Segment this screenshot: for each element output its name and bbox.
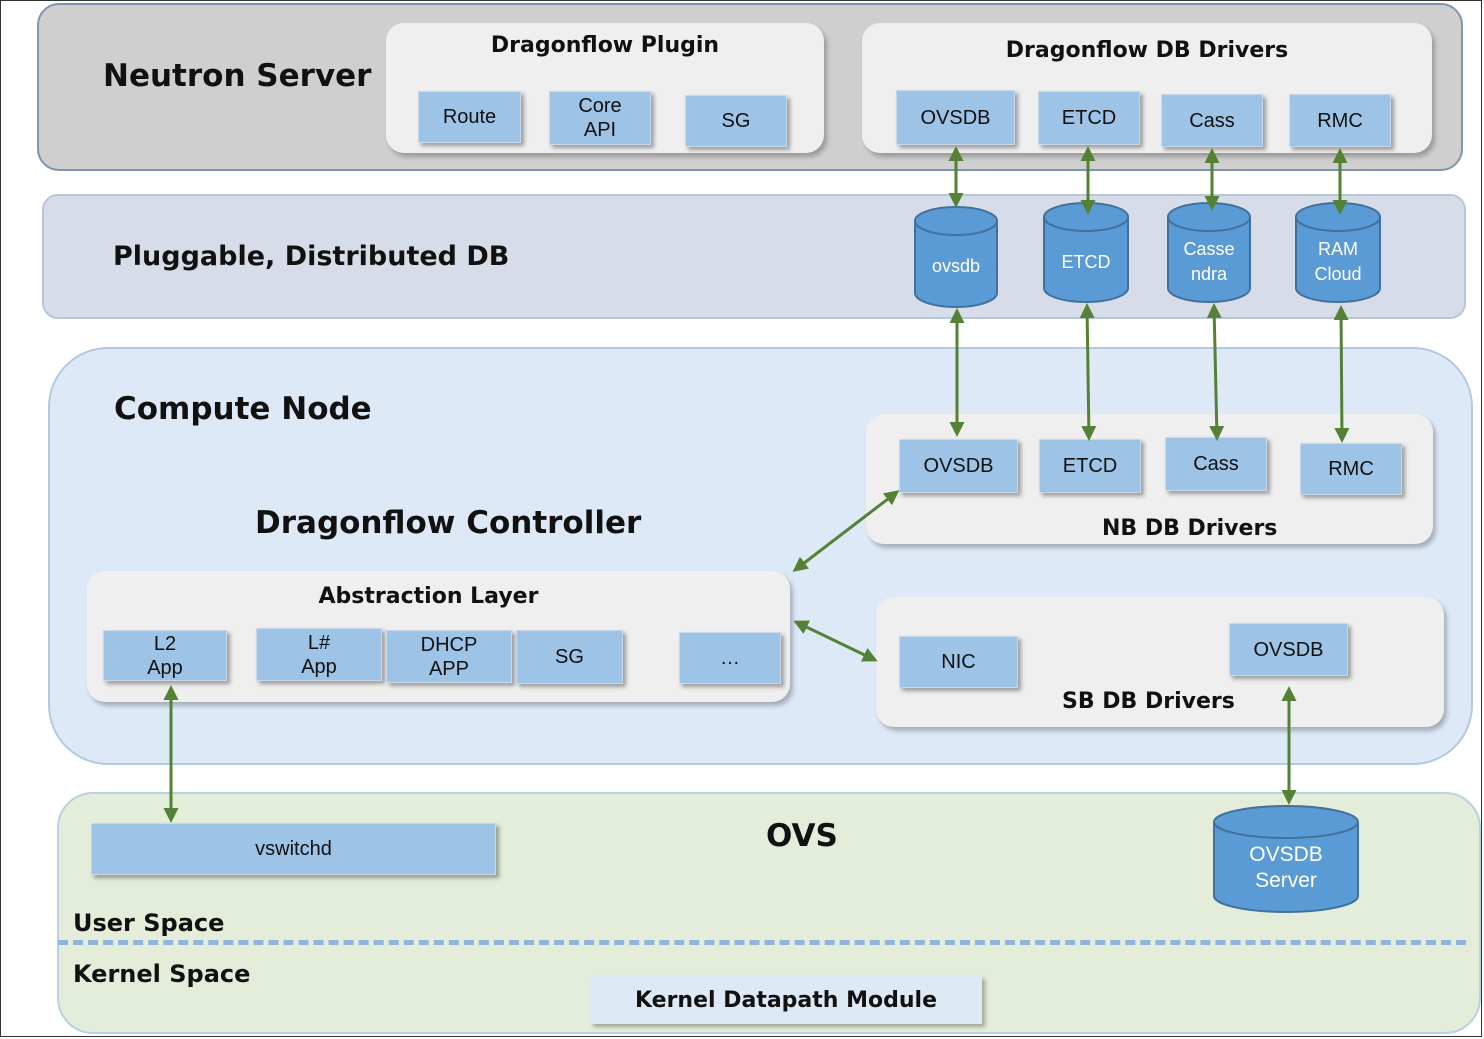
arrow-nb-to-abstraction <box>792 490 900 572</box>
dragonflow-controller-title: Dragonflow Controller <box>255 505 642 541</box>
nb-driver-cass-box: Cass <box>1165 437 1267 491</box>
vswitchd-box: vswitchd <box>91 823 496 875</box>
etcd-database-icon <box>1043 202 1129 303</box>
nb-driver-ovsdb-box: OVSDB <box>899 439 1018 493</box>
app-sg-box: SG <box>516 630 623 684</box>
neutron-server-title: Neutron Server <box>103 58 372 94</box>
nb-driver-etcd-box: ETCD <box>1039 439 1141 493</box>
arrow-etcd-db-to-nb <box>1079 303 1097 441</box>
neutron-driver-etcd-box: ETCD <box>1038 91 1140 145</box>
user-space-label: User Space <box>73 909 225 937</box>
abstraction-layer-title: Abstraction Layer <box>318 584 539 609</box>
plugin-core-api-box: Core API <box>549 91 651 145</box>
sb-driver-ovsdb-box: OVSDB <box>1229 623 1348 676</box>
dragonflow-db-drivers-title: Dragonflow DB Drivers <box>1005 38 1289 63</box>
db-etcd-label: ETCD <box>1061 252 1111 272</box>
neutron-driver-ovsdb-box: OVSDB <box>896 90 1015 145</box>
user-kernel-divider <box>58 940 1466 945</box>
nb-driver-rmc-box: RMC <box>1300 443 1402 495</box>
ovs-title: OVS <box>766 818 838 854</box>
nb-db-drivers-title: NB DB Drivers <box>1102 516 1278 541</box>
app-more-box: … <box>679 632 781 684</box>
arrow-abstraction-to-sb <box>793 620 878 662</box>
distributed-db-title: Pluggable, Distributed DB <box>113 241 510 272</box>
app-l2-box: L2 App <box>103 630 227 681</box>
neutron-driver-rmc-box: RMC <box>1289 94 1391 147</box>
arrow-cass-db-to-nb <box>1206 303 1225 441</box>
dragonflow-plugin-title: Dragonflow Plugin <box>490 33 720 58</box>
compute-node-title: Compute Node <box>114 391 372 427</box>
kernel-datapath-module-box: Kernel Datapath Module <box>590 976 982 1024</box>
ovsdb-server-database-icon <box>1213 805 1359 913</box>
sb-db-drivers-title: SB DB Drivers <box>1062 689 1235 714</box>
ovsdb-database-icon <box>914 206 998 308</box>
plugin-route-box: Route <box>418 91 521 143</box>
db-ramcloud-label: RAM Cloud <box>1314 239 1362 284</box>
sb-driver-nic-box: NIC <box>899 636 1018 688</box>
app-dhcp-box: DHCP APP <box>386 630 512 683</box>
ovsdb-server-label: OVSDB Server <box>1249 843 1323 892</box>
db-cassandra-label: Casse ndra <box>1183 239 1235 284</box>
plugin-sg-box: SG <box>685 95 787 147</box>
neutron-driver-cass-box: Cass <box>1161 94 1263 147</box>
db-ovsdb-label: ovsdb <box>931 256 981 276</box>
kernel-space-label: Kernel Space <box>73 960 251 988</box>
ramcloud-database-icon <box>1295 202 1381 303</box>
app-lsharp-box: L# App <box>256 628 382 681</box>
arrow-ramcloud-db-to-nb <box>1333 305 1350 443</box>
